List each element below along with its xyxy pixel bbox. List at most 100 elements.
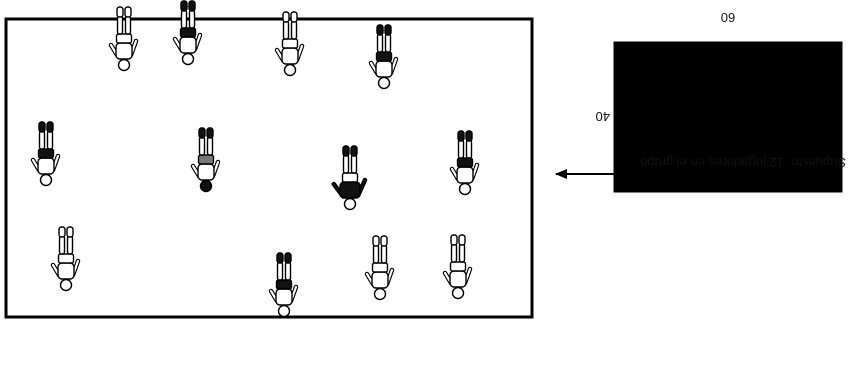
player-figure: [190, 127, 221, 193]
player-leg: [372, 244, 380, 264]
field-width-label: 60: [721, 10, 735, 25]
player-head: [199, 179, 213, 193]
player-boot: [282, 11, 290, 23]
player-torso: [179, 36, 197, 54]
player-boot: [284, 252, 292, 264]
player-leg: [188, 9, 196, 29]
player-figure: [172, 0, 203, 66]
player-leg: [465, 139, 473, 159]
player-figure: [108, 6, 139, 72]
player-torso: [197, 163, 215, 181]
player-boot: [58, 226, 66, 238]
player-head: [117, 58, 131, 72]
player-boot: [457, 130, 465, 142]
player-figure: [442, 234, 473, 300]
players-group: [30, 0, 480, 318]
field-height-label: 40: [596, 109, 610, 124]
player-leg: [384, 33, 392, 53]
player-leg: [457, 139, 465, 159]
player-leg: [276, 261, 284, 281]
player-leg: [290, 20, 298, 40]
arrow-connector: [555, 169, 729, 192]
player-leg: [284, 261, 292, 281]
field-dimension-box: [613, 41, 843, 193]
player-boot: [384, 24, 392, 36]
player-figure: [331, 145, 368, 211]
player-head: [181, 52, 195, 66]
player-boot: [465, 130, 473, 142]
player-boot: [458, 234, 466, 246]
player-shorts: [197, 154, 215, 165]
player-leg: [450, 243, 458, 263]
player-leg: [458, 243, 466, 263]
player-figure: [274, 11, 305, 77]
player-leg: [66, 235, 74, 255]
player-boot: [124, 6, 132, 18]
player-shorts: [456, 157, 474, 168]
player-head: [39, 173, 53, 187]
player-shorts: [37, 148, 55, 159]
player-boot: [198, 127, 206, 139]
player-leg: [282, 20, 290, 40]
playing-area: [4, 17, 534, 319]
player-boot: [372, 235, 380, 247]
player-leg: [116, 15, 124, 35]
player-boot: [276, 252, 284, 264]
player-boot: [206, 127, 214, 139]
player-leg: [124, 15, 132, 35]
player-boot: [46, 121, 54, 133]
player-boot: [380, 235, 388, 247]
player-leg: [38, 130, 46, 150]
player-head: [59, 278, 73, 292]
player-torso: [371, 271, 389, 289]
player-head: [373, 287, 387, 301]
player-boot: [342, 145, 350, 157]
player-head: [458, 182, 472, 196]
player-leg: [198, 136, 206, 156]
player-leg: [342, 154, 350, 174]
player-head: [377, 76, 391, 90]
player-figure: [449, 130, 480, 196]
note-text: Supuesto: 12 jugadores en el grupo.: [636, 155, 846, 170]
player-leg: [58, 235, 66, 255]
player-figure: [364, 235, 395, 301]
player-shorts: [57, 253, 75, 264]
player-head: [277, 304, 291, 318]
player-shorts: [375, 51, 393, 62]
player-boot: [66, 226, 74, 238]
player-boot: [180, 0, 188, 12]
player-boot: [450, 234, 458, 246]
player-torso: [281, 47, 299, 65]
player-head: [343, 197, 357, 211]
player-torso: [57, 262, 75, 280]
player-torso: [37, 157, 55, 175]
player-leg: [180, 9, 188, 29]
player-shorts: [449, 261, 467, 272]
player-shorts: [341, 172, 359, 183]
player-boot: [350, 145, 358, 157]
rotated-content: 60 40 Supuesto: 12 jugadores en el grupo…: [4, 0, 846, 319]
player-shorts: [179, 27, 197, 38]
player-boot: [38, 121, 46, 133]
player-leg: [206, 136, 214, 156]
player-torso: [115, 42, 133, 60]
player-shorts: [371, 262, 389, 273]
player-torso: [456, 166, 474, 184]
player-leg: [46, 130, 54, 150]
player-figure: [268, 252, 299, 318]
player-head: [283, 63, 297, 77]
player-figure: [30, 121, 61, 187]
player-figure: [368, 24, 399, 90]
player-boot: [376, 24, 384, 36]
player-torso: [275, 288, 293, 306]
player-boot: [188, 0, 196, 12]
player-shorts: [115, 33, 133, 44]
player-torso: [449, 270, 467, 288]
player-leg: [376, 33, 384, 53]
player-head: [451, 286, 465, 300]
player-torso: [339, 181, 361, 199]
player-torso: [375, 60, 393, 78]
player-boot: [290, 11, 298, 23]
player-boot: [116, 6, 124, 18]
